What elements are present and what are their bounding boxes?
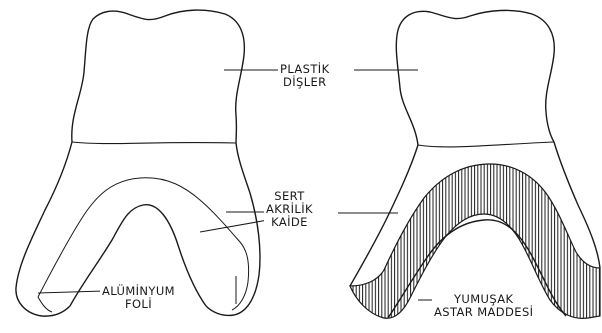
- right-tooth: [350, 10, 600, 318]
- left-crown-base-boundary: [72, 142, 236, 144]
- left-foil-line-lower-right: [232, 282, 248, 310]
- left-tooth: [16, 10, 260, 316]
- left-outer-root-left: [16, 142, 72, 316]
- left-foil-line-lower-left: [38, 297, 52, 312]
- label-aluminum-foil-line2: FOLİ: [102, 298, 175, 311]
- left-foil-line: [38, 178, 249, 297]
- label-hard-acrylic-base: SERT AKRİLİK KAİDE: [264, 190, 315, 229]
- right-crown-base-boundary: [418, 142, 554, 147]
- leader-lines: [38, 70, 436, 300]
- label-aluminum-foil: ALÜMİNYUM FOLİ: [100, 285, 177, 311]
- leader-foil: [38, 291, 104, 293]
- left-plastic-tooth-crown: [72, 10, 245, 143]
- label-plastic-teeth: PLASTİK DİŞLER: [278, 63, 332, 89]
- right-plastic-tooth-crown: [396, 10, 554, 145]
- label-soft-liner: YUMUŞAK ASTAR MADDESİ: [432, 293, 535, 319]
- label-soft-liner-line2: ASTAR MADDESİ: [434, 306, 533, 319]
- label-plastic-teeth-line2: DİŞLER: [280, 76, 330, 89]
- label-hard-acrylic-base-line3: KAİDE: [266, 216, 313, 229]
